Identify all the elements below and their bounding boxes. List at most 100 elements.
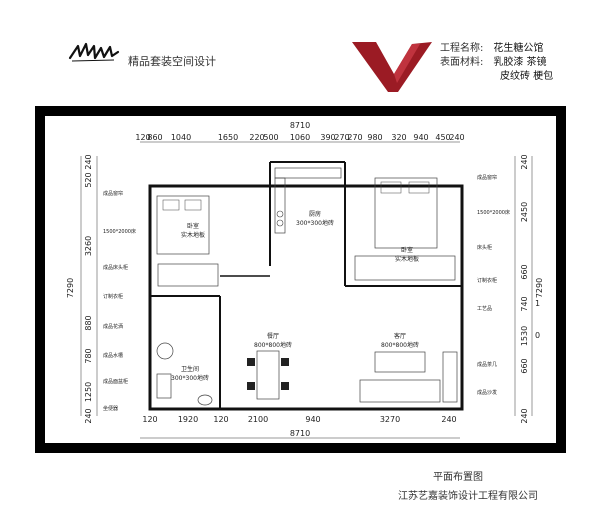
project-material-line2: 皮纹砖 梗包 [500,71,554,82]
left-total: 7290 [66,278,75,298]
right-dim-4: 740 [520,296,529,311]
top-dim-11: 980 [367,133,382,142]
left-dim-7: 240 [84,408,93,423]
v-logo-icon [352,42,432,92]
right-label-7: 成品沙发 [477,389,497,396]
left-label-3: 成品床头柜 [103,264,128,271]
top-dim-12: 320 [391,133,406,142]
project-material-row: 表面材料: 乳胶漆 茶镜 [440,56,590,70]
left-labels: 成品窗帘 1500*2000床 成品床头柜 订制衣柜 成品花洒 成品水槽 成品面… [103,190,136,412]
dining: 餐厅 800*800地砖 [247,332,292,400]
project-name-label: 工程名称: [440,43,484,54]
bedroom2-name: 卧室 [401,246,413,254]
dining-chair-3 [281,358,289,366]
left-dim-5: 780 [84,348,93,363]
bed-left [156,195,210,255]
right-label-2: 1500*2000床 [477,209,510,216]
signature-logo-icon [68,42,120,62]
bottom-dim-2: 1920 [178,415,198,424]
top-dim-4: 1650 [218,133,238,142]
bedroom1-name: 卧室 [187,222,199,230]
kitchen-counter-top [274,167,342,179]
right-dim-5: 1530 [520,326,529,346]
left-label-1: 成品窗帘 [103,190,123,197]
right-dim-b2: 0 [535,331,540,340]
bottom-dimensions: 120 1920 120 2100 940 3270 240 [142,415,456,424]
top-dimensions: 120 860 1040 1650 220 500 1060 390 270 2… [135,133,464,142]
outer-wall [148,184,464,411]
bottom-dim-1: 120 [142,415,157,424]
wardrobe-left [157,263,219,287]
left-dim-4: 880 [84,315,93,330]
top-dim-15: 240 [449,133,464,142]
bottom-dim-6: 3270 [380,415,400,424]
top-dim-5: 220 [249,133,264,142]
left-label-2: 1500*2000床 [103,228,136,235]
right-labels: 成品窗帘 1500*2000床 床头柜 订制衣柜 工艺品 成品茶几 成品沙发 [477,174,510,396]
right-dim-1: 240 [520,154,529,169]
pillow-right-1 [380,181,402,194]
kitchen-floor: 300*300地砖 [296,219,334,227]
top-dim-6: 500 [263,133,278,142]
plan-top-total: 8710 [290,121,310,130]
left-dim-2: 520 [84,172,93,187]
company-name: 江苏艺嘉装饰设计工程有限公司 [398,491,538,502]
bed-right [374,177,438,249]
right-label-3: 床头柜 [477,244,492,251]
stove-burner-1 [276,210,284,218]
left-dimensions: 7290 240 520 3260 880 780 1250 240 [66,154,93,423]
bottom-dim-5: 940 [305,415,320,424]
floor-plan: 8710 8710 120 860 1040 1650 220 500 1060… [66,121,544,439]
left-dim-6: 1250 [84,382,93,402]
left-label-4: 订制衣柜 [103,293,123,300]
left-label-7: 成品面盆柜 [103,378,128,385]
header-branding: 精品套装空间设计 [68,40,258,76]
right-dim-7: 240 [520,408,529,423]
pillow-left-1 [162,199,180,211]
kitchen: 厨房 300*300地砖 [274,167,342,234]
left-dim-1: 240 [84,154,93,169]
right-label-4: 订制衣柜 [477,277,497,284]
project-name-value: 花生糖公馆 [493,43,544,54]
plan-bottom-total: 8710 [290,429,310,438]
bottom-dim-7: 240 [441,415,456,424]
vanity [156,373,172,399]
bottom-dim-3: 120 [213,415,228,424]
project-info: 工程名称: 花生糖公馆 表面材料: 乳胶漆 茶镜 皮纹砖 梗包 [440,42,590,84]
drawing-area: 8710 8710 120 860 1040 1650 220 500 1060… [45,116,556,443]
toilet [197,394,213,406]
kitchen-name: 厨房 [309,210,321,218]
top-dim-14: 450 [435,133,450,142]
living: 客厅 800*800地砖 [359,332,458,403]
plan-caption: 平面布置图 [433,472,483,483]
top-dim-1: 120 [135,133,150,142]
dining-name: 餐厅 [267,332,279,340]
dining-chair-2 [247,382,255,390]
pillow-right-2 [408,181,430,194]
dining-floor: 800*800地砖 [254,341,292,349]
right-total: 7290 [535,278,544,298]
wardrobe-right [354,255,456,281]
bottom-dim-4: 2100 [248,415,268,424]
bedroom1-floor: 实木地板 [181,231,205,239]
right-dim-2: 2450 [520,202,529,222]
bedroom2: 卧室 实木地板 [354,177,456,281]
bedroom1: 卧室 实木地板 [156,195,219,287]
living-name: 客厅 [394,332,406,340]
top-dim-10: 270 [347,133,362,142]
shower-drain [156,342,174,360]
right-label-1: 成品窗帘 [477,174,497,181]
pillow-left-2 [184,199,202,211]
top-dim-3: 1040 [171,133,191,142]
right-label-5: 工艺品 [477,306,492,312]
bath-floor: 300*300地砖 [171,374,209,382]
left-label-8: 坐便器 [103,405,118,412]
bedroom2-floor: 实木地板 [395,255,419,263]
left-label-6: 成品水槽 [103,352,123,359]
side-sofa [442,351,458,403]
project-material-line1: 乳胶漆 茶镜 [493,57,547,68]
header-subtitle: 精品套装空间设计 [128,55,216,68]
project-material-label: 表面材料: [440,57,484,68]
right-dimensions: 7290 240 2450 660 740 1530 660 240 1 0 [520,154,544,423]
top-dim-7: 1060 [290,133,310,142]
